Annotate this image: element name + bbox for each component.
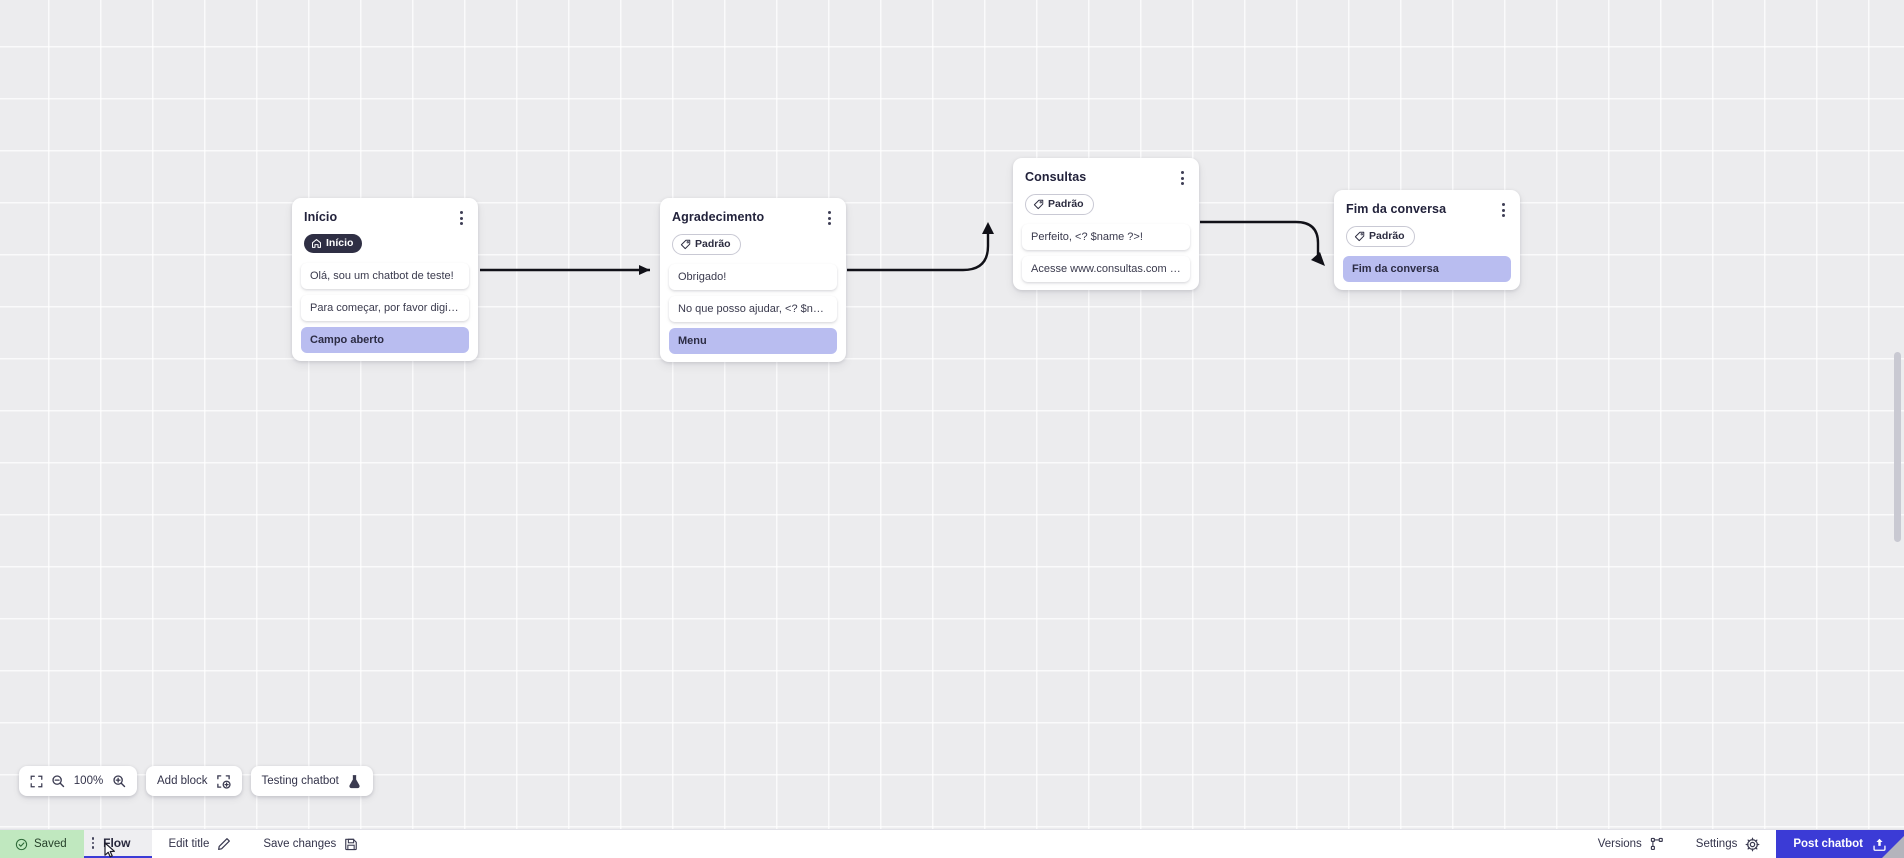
edge-arrow-3 — [1311, 252, 1325, 266]
edge-agradecimento-consultas — [847, 232, 990, 272]
versions-label: Versions — [1597, 838, 1642, 850]
flow-node-inicio[interactable]: Início Início Olá, sou um chatbot de tes… — [292, 198, 478, 361]
node-badge-default[interactable]: Padrão — [1025, 194, 1094, 215]
flow-canvas[interactable]: Início Início Olá, sou um chatbot de tes… — [0, 0, 1904, 830]
pencil-icon — [218, 838, 231, 850]
add-block-label: Add block — [157, 775, 208, 787]
edge-arrow-2 — [982, 222, 994, 234]
tag-icon — [1354, 231, 1365, 242]
node-items: Perfeito, <? $name ?>! Acesse www.consul… — [1013, 215, 1199, 282]
node-header: Consultas — [1013, 158, 1199, 187]
node-badge-label: Início — [326, 237, 354, 249]
node-menu-button[interactable] — [1175, 169, 1189, 187]
saved-status: Saved — [0, 830, 84, 858]
tab-flow-label: Flow — [103, 836, 131, 850]
add-block-icon — [216, 774, 231, 789]
drag-handle-icon[interactable] — [91, 837, 95, 849]
zoom-in-icon[interactable] — [112, 774, 126, 788]
node-item[interactable]: Acesse www.consultas.com par... — [1022, 256, 1190, 282]
vscrollbar-thumb[interactable] — [1894, 352, 1901, 542]
node-badge-row: Padrão — [1013, 187, 1199, 215]
node-title: Início — [304, 210, 338, 224]
save-changes-button[interactable]: Save changes — [247, 830, 374, 858]
tab-flow[interactable]: Flow — [83, 830, 153, 858]
node-badge-default[interactable]: Padrão — [672, 234, 741, 255]
floppy-disk-icon — [345, 838, 358, 851]
testing-chatbot-button[interactable]: Testing chatbot — [250, 766, 373, 796]
window-resize-handle[interactable] — [1882, 836, 1904, 858]
fit-screen-icon[interactable] — [30, 775, 43, 788]
node-items: Fim da conversa — [1334, 247, 1520, 282]
node-title: Agradecimento — [672, 210, 765, 224]
vertical-scrollbar[interactable] — [1893, 0, 1901, 818]
branch-icon — [1650, 837, 1663, 850]
edit-title-button[interactable]: Edit title — [152, 830, 247, 858]
tag-icon — [680, 239, 691, 250]
flow-connectors — [480, 220, 1325, 275]
node-badge-default[interactable]: Padrão — [1346, 226, 1415, 247]
node-header: Agradecimento — [660, 198, 846, 227]
node-item[interactable]: Olá, sou um chatbot de teste! — [301, 263, 469, 289]
testing-chatbot-label: Testing chatbot — [261, 775, 339, 787]
zoom-level-label: 100% — [73, 775, 104, 787]
save-changes-label: Save changes — [263, 838, 337, 850]
saved-label: Saved — [34, 838, 67, 850]
flow-node-fim-da-conversa[interactable]: Fim da conversa Padrão Fim da conversa — [1334, 190, 1520, 290]
node-title: Consultas — [1025, 170, 1087, 184]
bottom-bar-spacer — [374, 830, 1581, 858]
versions-button[interactable]: Versions — [1582, 830, 1680, 858]
node-items: Obrigado! No que posso ajudar, <? $name … — [660, 255, 846, 354]
node-header: Início — [292, 198, 478, 227]
node-badge-label: Padrão — [1048, 198, 1084, 210]
node-item-accent[interactable]: Menu — [669, 328, 837, 354]
node-menu-button[interactable] — [822, 209, 836, 227]
tag-icon — [1033, 199, 1044, 210]
node-title: Fim da conversa — [1346, 202, 1447, 216]
node-badge-label: Padrão — [695, 238, 731, 250]
node-header: Fim da conversa — [1334, 190, 1520, 219]
node-badge-row: Padrão — [1334, 219, 1520, 247]
settings-label: Settings — [1695, 838, 1738, 850]
zoom-controls[interactable]: 100% — [19, 766, 137, 796]
node-item-accent[interactable]: Fim da conversa — [1343, 256, 1511, 282]
edge-arrow-1 — [639, 265, 650, 275]
node-items: Olá, sou um chatbot de teste! Para começ… — [292, 254, 478, 353]
settings-button[interactable]: Settings — [1680, 830, 1777, 858]
node-badge-row: Padrão — [660, 227, 846, 255]
bottom-bar: Saved Flow Edit title Save changes — [0, 829, 1904, 858]
canvas-toolbar: 100% Add block Testing chatbot — [19, 766, 373, 796]
node-item[interactable]: Perfeito, <? $name ?>! — [1022, 224, 1190, 250]
edge-consultas-fim — [1200, 220, 1320, 256]
node-item[interactable]: Obrigado! — [669, 264, 837, 290]
node-item-accent[interactable]: Campo aberto — [301, 327, 469, 353]
post-chatbot-label: Post chatbot — [1793, 838, 1863, 850]
flask-icon — [349, 774, 360, 788]
node-item[interactable]: No que posso ajudar, <? $name ... — [669, 296, 837, 322]
flow-node-consultas[interactable]: Consultas Padrão Perfeito, <? $name ?>! … — [1013, 158, 1199, 290]
edit-title-label: Edit title — [168, 838, 210, 850]
node-badge-row: Início — [292, 227, 478, 254]
node-menu-button[interactable] — [454, 209, 468, 227]
node-item[interactable]: Para começar, por favor digite o ... — [301, 295, 469, 321]
node-menu-button[interactable] — [1496, 201, 1510, 219]
node-badge-label: Padrão — [1369, 230, 1405, 242]
add-block-button[interactable]: Add block — [146, 766, 242, 796]
zoom-out-icon[interactable] — [51, 774, 65, 788]
flow-node-agradecimento[interactable]: Agradecimento Padrão Obrigado! No que po… — [660, 198, 846, 362]
home-icon — [311, 238, 322, 248]
check-circle-icon — [15, 838, 28, 850]
gear-icon — [1745, 837, 1760, 851]
node-badge-start[interactable]: Início — [304, 234, 363, 253]
